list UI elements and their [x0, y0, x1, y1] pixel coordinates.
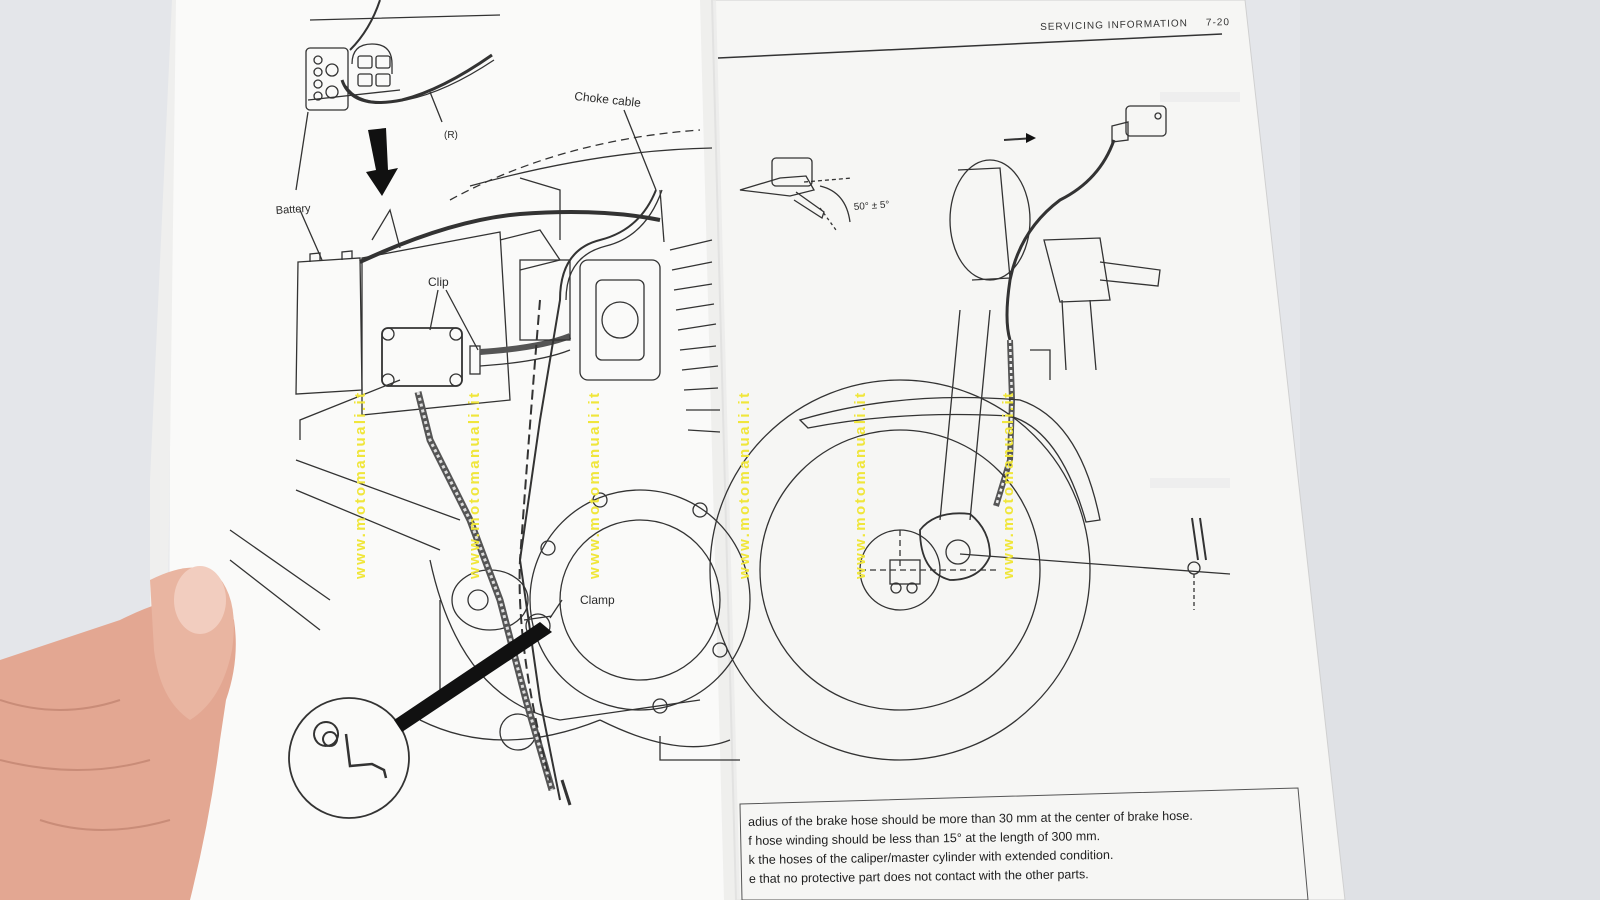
- label-angle: 50° ± 5°: [853, 200, 889, 213]
- watermark: www.motomanuali.it: [1000, 390, 1017, 580]
- label-battery: Battery: [275, 203, 311, 217]
- label-clip: Clip: [428, 275, 449, 289]
- notes-box: [739, 787, 1309, 900]
- right-brake-hose-diagram: [709, 92, 1240, 761]
- watermark: www.motomanuali.it: [736, 390, 753, 580]
- watermark: www.motomanuali.it: [466, 390, 483, 580]
- label-right-marker: (R): [444, 130, 458, 141]
- label-choke-cable: Choke cable: [574, 89, 642, 110]
- page-number: 7-20: [1205, 17, 1231, 29]
- watermark: www.motomanuali.it: [586, 390, 603, 580]
- left-wiring-diagram: [229, 0, 751, 819]
- watermark: www.motomanuali.it: [852, 390, 869, 580]
- hand: [0, 566, 236, 900]
- notes-list: adius of the brake hose should be more t…: [748, 808, 1269, 891]
- watermark: www.motomanuali.it: [352, 390, 369, 580]
- label-clamp: Clamp: [580, 593, 615, 607]
- left-page: [168, 0, 736, 900]
